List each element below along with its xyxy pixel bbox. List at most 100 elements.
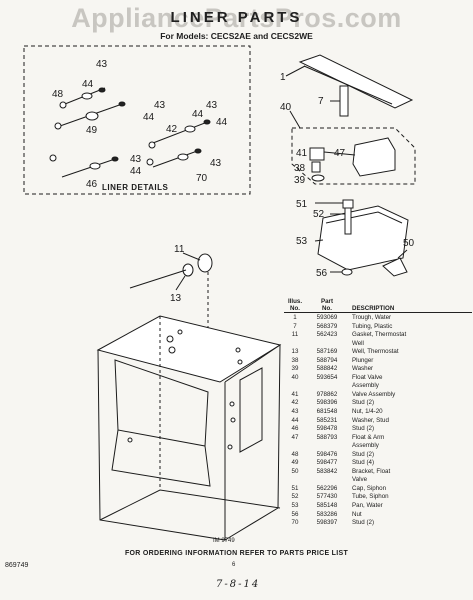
page-number: 6 [232,562,236,568]
callout-51: 51 [296,199,308,210]
row-illus-no: 40 [291,373,299,381]
callout-38: 38 [294,163,306,174]
callout-53: 53 [296,236,308,247]
row-illus-no [284,476,306,485]
table-row: Valve [284,476,472,485]
callout-50: 50 [403,238,415,249]
callout-1: 1 [280,72,286,83]
row-description: Tubing, Plastic [352,322,393,330]
callout-7: 7 [318,96,324,107]
row-description: Tube, Siphon [352,493,389,501]
callout-70: 70 [196,173,208,184]
row-description: Assembly [352,382,379,390]
row-part-no [306,382,348,391]
callout-52: 52 [313,209,325,220]
row-description: Plunger [352,356,374,364]
row-description: Washer [352,365,374,373]
table-row: Assembly [284,442,472,451]
row-part-no: 598397 [316,519,338,527]
thermostat-well-part [129,252,213,291]
row-description: Bracket, Float [352,467,391,475]
liner-details-box [23,45,251,195]
row-illus-no: 43 [291,408,299,416]
water-pan-part [314,199,409,271]
row-description: Pan, Water [352,502,383,510]
row-part-no: 562296 [316,484,338,492]
callout-42: 42 [166,124,178,135]
callout-13: 13 [170,293,182,304]
callout-43-c: 43 [206,100,218,111]
row-illus-no: 13 [291,348,299,356]
row-description: Float & Arm [352,433,385,441]
callout-43-e: 43 [210,158,222,169]
row-illus-no: 70 [291,519,299,527]
row-part-no: 568379 [316,322,338,330]
callout-44-a: 44 [82,79,94,90]
row-illus-no: 52 [291,493,299,501]
row-description: Well, Thermostat [352,348,399,356]
callout-44-b: 44 [143,112,155,123]
callout-43-b: 43 [154,100,166,111]
callout-44-d: 44 [216,117,228,128]
liner-box-drawing [96,272,282,541]
row-part-no: 583842 [316,467,338,475]
callout-48: 48 [52,89,64,100]
stud-48-assembly [59,87,106,109]
row-illus-no: 47 [291,433,299,441]
callout-56: 56 [316,268,328,279]
callout-40: 40 [280,102,292,113]
row-part-no: 593654 [316,373,338,381]
row-description: Nut [352,510,362,518]
callout-44-c: 44 [192,109,204,120]
row-part-no: 587169 [316,348,338,356]
float-valve-box [289,110,416,185]
callout-43-a: 43 [96,59,108,70]
row-description: Trough, Water [352,314,392,321]
row-description: Stud (2) [352,450,375,458]
row-part-no: 585148 [316,502,338,510]
row-part-no: 585231 [316,416,338,424]
row-part-no [306,476,348,485]
row-description: Valve Assembly [352,390,396,398]
row-illus-no: 46 [291,425,299,433]
callout-43-d: 43 [130,154,142,165]
row-part-no: 598478 [316,425,338,433]
table-row: Assembly [284,382,472,391]
row-part-no: 588794 [316,356,338,364]
callout-49: 49 [86,125,98,136]
stud-49-assembly [54,101,126,130]
row-part-no: 978862 [316,390,338,398]
row-part-no: 598396 [316,399,338,407]
table-row: 46 598478 Stud (2) [284,425,472,434]
row-description: Gasket, Thermostat [352,331,407,339]
row-illus-no [284,382,306,391]
row-illus-no: 39 [291,365,299,373]
row-illus-no: 42 [291,399,299,407]
callout-11: 11 [174,244,185,255]
row-description: Valve [352,476,368,484]
table-row: Well [284,340,472,349]
row-description: Stud (2) [352,425,375,433]
row-description: Well [352,339,364,347]
row-description: Nut, 1/4-20 [352,408,383,416]
row-part-no [306,442,348,451]
liner-details-caption: LINER DETAILS [102,183,169,192]
row-illus-no: 49 [291,459,299,467]
stud-46-assembly [49,154,119,178]
row-part-no: 598477 [316,459,338,467]
